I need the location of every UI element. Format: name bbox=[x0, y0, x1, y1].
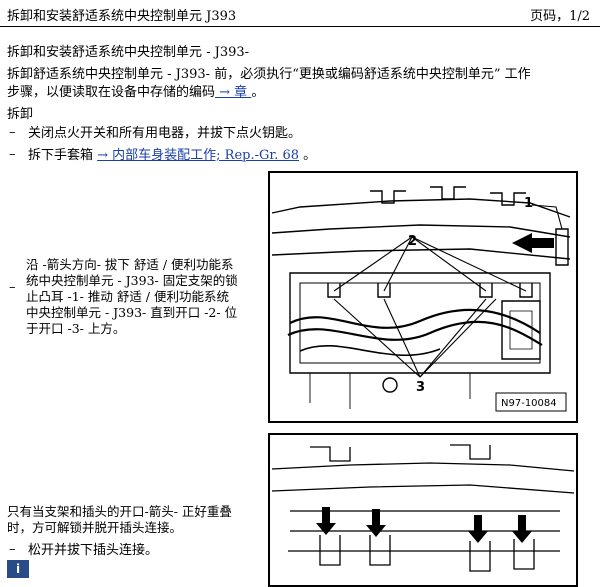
callout-2: 2 bbox=[408, 234, 417, 249]
figure-1-drawing: 1 2 3 N97-10084 bbox=[271, 186, 571, 412]
step-3-dash: – bbox=[9, 280, 16, 295]
intro-line-2: 步骤，以便读取在设备中存储的编码 → 章 。 bbox=[7, 84, 264, 102]
callout-3: 3 bbox=[416, 380, 425, 395]
figure-ref: N97-10084 bbox=[501, 398, 557, 409]
intro-suffix: 。 bbox=[251, 85, 265, 100]
section-title: 拆卸和安装舒适系统中央控制单元 - J393- bbox=[7, 45, 250, 60]
step-3-line: 止凸耳 -1- 推动 舒适 / 便利功能系统 bbox=[26, 289, 229, 304]
info-icon: i bbox=[7, 560, 29, 578]
down-arrow-icon bbox=[366, 509, 386, 537]
header-title: 拆卸和安装舒适系统中央控制单元 J393 bbox=[7, 9, 237, 24]
interior-body-link[interactable]: → 内部车身装配工作; Rep.-Gr. 68 bbox=[97, 148, 299, 163]
step-4-dash: – bbox=[9, 542, 16, 557]
step-3-line: 中央控制单元 - J393- 直到开口 -2- 位 bbox=[26, 305, 238, 320]
figure-2 bbox=[268, 433, 578, 587]
down-arrow-icon bbox=[316, 507, 336, 535]
step-2-prefix: 拆下手套箱 bbox=[28, 148, 98, 163]
intro-line-1: 拆卸舒适系统中央控制单元 - J393- 前，必须执行“更换或编码舒适系统中央控… bbox=[7, 67, 531, 82]
intro-text: 步骤，以便读取在设备中存储的编码 bbox=[7, 85, 216, 100]
note-line: 时，方可解锁并脱开插头连接。 bbox=[7, 520, 183, 535]
step-2-suffix: 。 bbox=[298, 148, 317, 163]
down-arrow-icon bbox=[468, 515, 488, 543]
push-arrow-icon bbox=[512, 233, 554, 253]
step-3-line: 统中央控制单元 - J393- 固定支架的锁 bbox=[26, 273, 238, 288]
chapter-link[interactable]: → 章 bbox=[215, 85, 252, 100]
figure-1: 1 2 3 N97-10084 bbox=[268, 171, 578, 423]
page-header: 拆卸和安装舒适系统中央控制单元 J393 页码，1/2 bbox=[0, 0, 600, 27]
down-arrows bbox=[316, 507, 532, 543]
step-1-text: 关闭点火开关和所有用电器，并拔下点火钥匙。 bbox=[28, 126, 302, 141]
step-2-dash: – bbox=[9, 147, 16, 162]
figure-2-drawing bbox=[271, 444, 575, 572]
down-arrow-icon bbox=[512, 515, 532, 543]
step-3-text: 沿 -箭头方向- 拔下 舒适 / 便利功能系 统中央控制单元 - J393- 固… bbox=[26, 257, 238, 337]
step-2-text: 拆下手套箱 → 内部车身装配工作; Rep.-Gr. 68 。 bbox=[28, 147, 316, 165]
callout-1: 1 bbox=[524, 196, 533, 211]
step-1-dash: – bbox=[9, 125, 16, 140]
note-line: 只有当支架和插头的开口-箭头- 正好重叠 bbox=[7, 504, 232, 519]
step-4-text: 松开并拔下插头连接。 bbox=[28, 543, 159, 558]
removal-heading: 拆卸 bbox=[7, 107, 34, 122]
step-3-line: 于开口 -3- 上方。 bbox=[26, 321, 126, 336]
step-3-line: 沿 -箭头方向- 拔下 舒适 / 便利功能系 bbox=[26, 257, 234, 272]
page-number: 页码，1/2 bbox=[530, 9, 590, 24]
note-text: 只有当支架和插头的开口-箭头- 正好重叠 时，方可解锁并脱开插头连接。 bbox=[7, 504, 232, 536]
